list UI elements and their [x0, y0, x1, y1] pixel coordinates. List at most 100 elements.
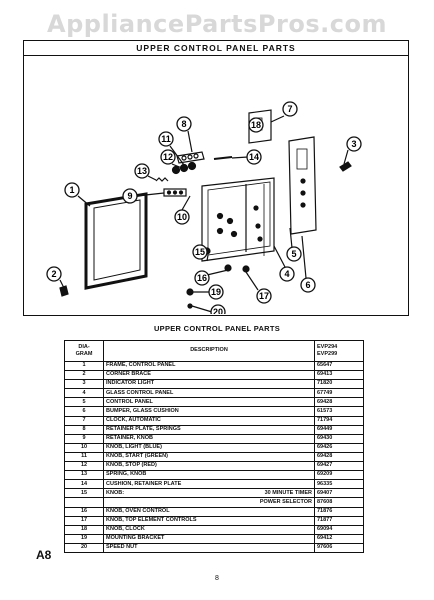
part-number: 71877	[314, 515, 364, 526]
diagram-number: 17	[64, 515, 104, 526]
callout-14: 14	[246, 149, 262, 165]
svg-text:17: 17	[259, 291, 269, 301]
callout-20: 20	[210, 304, 226, 314]
description-text: KNOB, STOP (RED)	[106, 462, 157, 469]
svg-text:16: 16	[197, 273, 207, 283]
header-description: DESCRIPTION	[103, 340, 315, 362]
callout-4: 4	[279, 266, 295, 282]
part-number: 97606	[314, 542, 364, 553]
svg-text:4: 4	[284, 269, 289, 279]
part-description: CLOCK, AUTOMATIC	[103, 415, 315, 426]
part-description: POWER SELECTOR	[103, 497, 315, 508]
diagram-number: 11	[64, 451, 104, 463]
part-number: 71820	[314, 379, 364, 390]
part-description: BUMPER, GLASS CUSHION	[103, 406, 315, 417]
svg-text:6: 6	[305, 280, 310, 290]
diagram-number: 13	[64, 470, 104, 481]
diagram-number: 2	[64, 370, 104, 381]
part-number: 69094	[314, 524, 364, 535]
svg-text:10: 10	[177, 212, 187, 222]
description-text: KNOB:	[106, 489, 125, 496]
svg-text:1: 1	[69, 185, 74, 195]
svg-text:13: 13	[137, 166, 147, 176]
diagram-number: 8	[64, 424, 104, 435]
diagram-number: 10	[64, 442, 104, 453]
part-description: SPRING, KNOB	[103, 470, 315, 481]
diagram-number: 4	[64, 388, 104, 399]
description-text: KNOB, CLOCK	[106, 525, 145, 532]
part-description: RETAINER PLATE, SPRINGS	[103, 424, 315, 435]
diagram-number	[64, 497, 104, 508]
callout-3: 3	[346, 136, 362, 152]
diagram-number: 6	[64, 406, 104, 417]
part-description: GLASS CONTROL PANEL	[103, 388, 315, 399]
part-number: 69426	[314, 442, 364, 453]
part-description: MOUNTING BRACKET	[103, 533, 315, 544]
part-description: KNOB, CLOCK	[103, 524, 315, 535]
part-number: 69407	[314, 488, 364, 499]
part-description: RETAINER, KNOB	[103, 433, 315, 444]
part-number: 69412	[314, 533, 364, 544]
part-description: CONTROL PANEL	[103, 397, 315, 408]
part-number: 71794	[314, 415, 364, 426]
svg-text:7: 7	[287, 104, 292, 114]
svg-text:20: 20	[213, 307, 223, 314]
diagram-number: 7	[64, 415, 104, 426]
svg-text:8: 8	[181, 119, 186, 129]
callout-15: 15	[192, 244, 208, 260]
description-text: CLOCK, AUTOMATIC	[106, 416, 161, 423]
svg-text:2: 2	[51, 269, 56, 279]
callout-18: 18	[248, 117, 264, 133]
part-description: CORNER BRACE	[103, 370, 315, 381]
callout-19: 19	[208, 284, 224, 300]
description-text: KNOB, OVEN CONTROL	[106, 507, 170, 514]
diagram-number: 14	[64, 479, 104, 490]
part-number: 67749	[314, 388, 364, 399]
part-number: 87608	[314, 497, 364, 508]
part-number: 69449	[314, 424, 364, 435]
exploded-diagram: UPPER CONTROL PANEL PARTS	[23, 40, 409, 316]
part-number: 61573	[314, 406, 364, 417]
diagram-number: 12	[64, 461, 104, 472]
callout-16: 16	[194, 270, 210, 286]
diagram-number: 18	[64, 524, 104, 535]
description-text: KNOB, TOP ELEMENT CONTROLS	[106, 516, 197, 523]
part-description: KNOB, TOP ELEMENT CONTROLS	[103, 515, 315, 526]
part-description: SPEED NUT	[103, 542, 315, 553]
callout-8: 8	[176, 116, 192, 132]
diagram-number: 3	[64, 379, 104, 390]
header-models: EVP294 EVP299	[314, 340, 364, 362]
callout-10: 10	[174, 209, 190, 225]
diagram-number: 19	[64, 533, 104, 544]
description-subtype: POWER SELECTOR	[259, 498, 312, 505]
part-description: FRAME, CONTROL PANEL	[103, 360, 315, 372]
description-text: RETAINER PLATE, SPRINGS	[106, 425, 181, 432]
diagram-number: 9	[64, 433, 104, 444]
part-description: KNOB, LIGHT (BLUE)	[103, 442, 315, 453]
watermark: AppliancePartsPros.com	[47, 10, 387, 38]
svg-text:14: 14	[249, 152, 259, 162]
part-number: 65647	[314, 360, 364, 372]
part-number: 69428	[314, 397, 364, 408]
part-number: 96335	[314, 479, 364, 490]
svg-text:15: 15	[195, 247, 205, 257]
callout-12: 12	[160, 149, 176, 165]
diagram-number: 20	[64, 542, 104, 553]
callout-11: 11	[158, 131, 174, 147]
description-text: RETAINER, KNOB	[106, 435, 153, 442]
svg-text:11: 11	[161, 134, 171, 144]
description-text: SPEED NUT	[106, 544, 138, 551]
svg-text:12: 12	[163, 152, 173, 162]
part-number: 69413	[314, 370, 364, 381]
